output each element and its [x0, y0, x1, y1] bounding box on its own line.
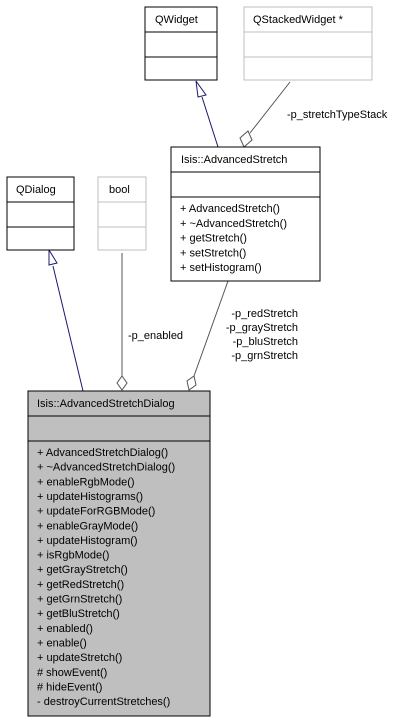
class-member: + ~AdvancedStretch()	[180, 218, 287, 230]
class-member: + enableRgbMode()	[37, 476, 135, 488]
class-member: + enabled()	[37, 623, 93, 635]
class-member: + setHistogram()	[180, 262, 262, 274]
edge-stretches	[186, 280, 229, 391]
class-member: + getGrnStretch()	[37, 594, 122, 606]
advanced-stretch-dialog-members: + AdvancedStretchDialog() + ~AdvancedStre…	[37, 447, 175, 708]
class-name-advanced-stretch-dialog: Isis::AdvancedStretchDialog	[37, 398, 175, 410]
class-advanced-stretch: Isis::AdvancedStretch + AdvancedStretch(…	[170, 146, 321, 282]
class-member: - destroyCurrentStretches()	[37, 696, 170, 708]
class-name-qstackedwidget: QStackedWidget *	[253, 14, 344, 26]
class-member: + setStretch()	[180, 247, 246, 259]
class-name-qdialog: QDialog	[16, 184, 56, 196]
edge-enabled	[116, 253, 128, 391]
class-member: + isRgbMode()	[37, 550, 109, 562]
class-member: + AdvancedStretchDialog()	[37, 447, 168, 459]
class-member: + AdvancedStretch()	[180, 203, 280, 215]
class-member: + enableGrayMode()	[37, 520, 138, 532]
class-name-bool: bool	[109, 184, 130, 196]
class-member: + getGrayStretch()	[37, 564, 128, 576]
edge-stretch-type-stack	[239, 81, 291, 148]
class-member: + updateForRGBMode()	[37, 506, 155, 518]
class-member: + getRedStretch()	[37, 579, 124, 591]
edge-label-stretch-member: -p_grayStretch	[226, 322, 298, 334]
advanced-stretch-members: + AdvancedStretch() + ~AdvancedStretch() +…	[180, 203, 287, 274]
class-member: + getStretch()	[180, 233, 247, 245]
edge-label-stretch-member: -p_bluStretch	[233, 336, 298, 348]
class-qwidget: QWidget	[144, 6, 218, 81]
class-qstackedwidget: QStackedWidget *	[243, 6, 373, 81]
edge-label-stretch-member: -p_redStretch	[231, 308, 298, 320]
edge-label-stretch-member: -p_grnStretch	[231, 350, 298, 362]
class-member: + updateHistograms()	[37, 491, 143, 503]
class-advanced-stretch-dialog: Isis::AdvancedStretchDialog + AdvancedSt…	[27, 390, 211, 717]
class-name-advanced-stretch: Isis::AdvancedStretch	[181, 154, 287, 166]
class-member: # hideEvent()	[37, 681, 102, 693]
edge-inherit-qdialog	[48, 248, 84, 392]
class-member: + ~AdvancedStretchDialog()	[37, 462, 175, 474]
class-member: + updateStretch()	[37, 652, 122, 664]
class-member: + getBluStretch()	[37, 608, 120, 620]
edge-label-enabled: -p_enabled	[128, 330, 183, 342]
edge-inherit-qwidget	[195, 80, 219, 148]
edge-label-stretches: -p_redStretch -p_grayStretch -p_bluStretch…	[226, 308, 298, 362]
class-member: + enable()	[37, 637, 87, 649]
edge-label-stretch-type-stack: -p_stretchTypeStack	[287, 109, 388, 121]
class-name-qwidget: QWidget	[155, 14, 198, 26]
class-bool: bool	[97, 176, 147, 251]
class-qdialog: QDialog	[6, 176, 75, 251]
class-member: + updateHistogram()	[37, 535, 138, 547]
class-member: # showEvent()	[37, 667, 107, 679]
